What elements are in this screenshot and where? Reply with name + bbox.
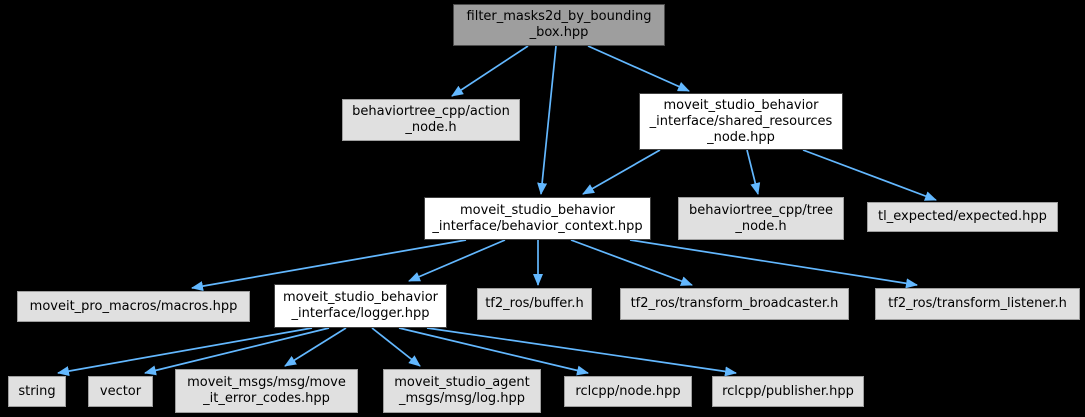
node-label-line: _interface/logger.hpp xyxy=(291,306,430,321)
edge-behavior-context-hpp-to-moveit-pro-macros-macros-hpp xyxy=(191,239,467,292)
node-label-line: _box.hpp xyxy=(529,25,589,40)
node-label-line: vector xyxy=(99,383,142,399)
node-tl-expected-expected-hpp: tl_expected/expected.hpp xyxy=(867,202,1058,232)
node-label-line: moveit_studio_agent xyxy=(394,375,530,390)
node-behavior-context-hpp[interactable]: moveit_studio_behavior_interface/behavio… xyxy=(424,197,651,240)
node-filter-masks2d-by-bounding-box-hpp: filter_masks2d_by_bounding_box.hpp xyxy=(453,4,665,46)
node-label-line: _node.h xyxy=(735,218,787,234)
edge-behavior-context-hpp-to-logger-hpp xyxy=(408,239,506,282)
node-label-line: tf2_ros/transform_listener.h xyxy=(888,296,1067,311)
edge-filter-masks2d-by-bounding-box-hpp-to-behavior-context-hpp xyxy=(537,45,557,195)
node-label-line: _node.hpp xyxy=(707,129,775,145)
edge-shared-resources-node-hpp-to-behavior-context-hpp xyxy=(582,149,661,195)
node-label-line: behaviortree_cpp/tree xyxy=(689,202,833,218)
node-label-line: _msgs/msg/log.hpp xyxy=(398,391,526,406)
node-logger-hpp[interactable]: moveit_studio_behavior_interface/logger.… xyxy=(274,284,447,328)
node-label-line: filter_masks2d_by_bounding xyxy=(466,9,652,24)
node-tf2-ros-transform-listener-h: tf2_ros/transform_listener.h xyxy=(875,288,1080,320)
edge-shared-resources-node-hpp-to-tl-expected-expected-hpp xyxy=(802,149,937,201)
edge-logger-hpp-to-moveit-studio-agent-msgs-log-hpp xyxy=(371,327,421,367)
node-tf2-ros-transform-broadcaster-h: tf2_ros/transform_broadcaster.h xyxy=(620,288,849,320)
node-label-line: tf2_ros/transform_broadcaster.h xyxy=(630,296,839,311)
node-moveit-pro-macros-macros-hpp: moveit_pro_macros/macros.hpp xyxy=(17,291,250,322)
node-label-line: rclcpp/node.hpp xyxy=(575,383,681,399)
edge-filter-masks2d-by-bounding-box-hpp-to-shared-resources-node-hpp xyxy=(587,45,690,92)
node-label-line: string xyxy=(18,383,56,399)
node-rclcpp-node-hpp: rclcpp/node.hpp xyxy=(564,376,692,407)
edge-logger-hpp-to-vector xyxy=(144,327,330,376)
node-label-line: _interface/behavior_context.hpp xyxy=(432,218,643,234)
edge-behavior-context-hpp-to-tf2-ros-transform-listener-h xyxy=(629,239,918,289)
edge-shared-resources-node-hpp-to-behaviortree-cpp-tree-node-h xyxy=(746,149,761,195)
node-label-line: moveit_studio_behavior xyxy=(663,97,819,113)
node-tf2-ros-buffer-h: tf2_ros/buffer.h xyxy=(477,288,592,320)
node-string: string xyxy=(8,376,66,407)
node-behaviortree-cpp-tree-node-h: behaviortree_cpp/tree_node.h xyxy=(678,197,844,240)
edge-behavior-context-hpp-to-tf2-ros-transform-broadcaster-h xyxy=(570,239,693,286)
edge-logger-hpp-to-moveit-msgs-move-it-error-codes-hpp xyxy=(284,327,347,367)
node-label-line: _it_error_codes.hpp xyxy=(203,391,330,406)
edge-logger-hpp-to-string xyxy=(57,327,313,377)
node-label-line: moveit_studio_behavior xyxy=(459,202,615,218)
node-label-line: rclcpp/publisher.hpp xyxy=(722,383,854,399)
node-label-line: moveit_studio_behavior xyxy=(282,290,438,305)
node-shared-resources-node-hpp[interactable]: moveit_studio_behavior_interface/shared_… xyxy=(639,93,843,150)
node-label-line: _interface/shared_resources xyxy=(649,113,833,129)
node-moveit-studio-agent-msgs-log-hpp: moveit_studio_agent_msgs/msg/log.hpp xyxy=(383,369,541,413)
node-moveit-msgs-move-it-error-codes-hpp: moveit_msgs/msg/move_it_error_codes.hpp xyxy=(175,369,358,413)
node-vector: vector xyxy=(88,376,153,407)
edge-logger-hpp-to-rclcpp-publisher-hpp xyxy=(426,327,737,377)
node-label-line: tf2_ros/buffer.h xyxy=(485,296,584,311)
node-label-line: behaviortree_cpp/action xyxy=(352,104,510,119)
node-label-line: tl_expected/expected.hpp xyxy=(878,209,1047,224)
node-rclcpp-publisher-hpp: rclcpp/publisher.hpp xyxy=(712,376,864,407)
edge-filter-masks2d-by-bounding-box-hpp-to-behaviortree-cpp-action-node-h xyxy=(451,45,529,97)
node-behaviortree-cpp-action-node-h: behaviortree_cpp/action_node.h xyxy=(342,99,520,141)
node-label-line: moveit_pro_macros/macros.hpp xyxy=(29,298,238,314)
edge-logger-hpp-to-rclcpp-node-hpp xyxy=(398,327,589,376)
node-label-line: _node.h xyxy=(405,120,457,135)
node-label-line: moveit_msgs/msg/move xyxy=(187,375,346,390)
